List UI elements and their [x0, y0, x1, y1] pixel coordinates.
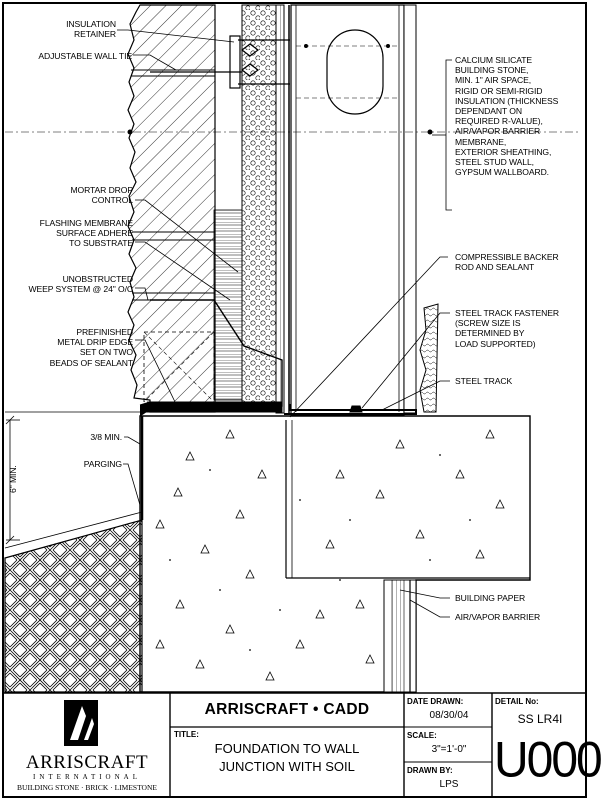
- date-label: DATE DRAWN:: [407, 697, 464, 706]
- concrete-aggregate: [155, 429, 505, 681]
- company-name: ARRISCRAFT • CADD: [204, 701, 370, 718]
- stone-veneer: [127, 4, 216, 413]
- callout-air-vapor-barrier: AIR/VAPOR BARRIER: [455, 612, 541, 622]
- dimension-line: [5, 415, 20, 545]
- callout-backer-rod: COMPRESSIBLE BACKER ROD AND SEALANT: [455, 252, 559, 273]
- soil: [4, 519, 143, 693]
- callout-insulation-retainer: INSULATION RETAINER: [66, 19, 116, 40]
- mortar-joints: [131, 69, 215, 301]
- callout-building-paper: BUILDING PAPER: [455, 593, 526, 603]
- exterior-sheathing: [275, 4, 285, 414]
- wall-tie: [150, 35, 290, 89]
- callout-weep-system: UNOBSTRUCTED WEEP SYSTEM @ 24" O/C: [28, 274, 133, 295]
- steel-stud: [290, 4, 405, 416]
- logo-tagline: BUILDING STONE · BRICK · LIMESTONE: [17, 783, 157, 792]
- insulation: [241, 4, 277, 413]
- drawn-by-value: LPS: [439, 779, 459, 790]
- wood-trim: [419, 303, 439, 413]
- title-label: TITLE:: [174, 730, 199, 739]
- gypsum-wallboard: [403, 4, 417, 414]
- callout-mortar-drop-control: MORTAR DROP CONTROL: [70, 185, 133, 206]
- title-block-frame: [3, 692, 586, 797]
- callout-wall-assembly: CALCIUM SILICATE BUILDING STONE, MIN. 1"…: [455, 55, 559, 178]
- drawing-title-line2: JUNCTION WITH SOIL: [219, 759, 355, 774]
- detail-label: DETAIL No:: [495, 697, 539, 706]
- drawing-title-line1: FOUNDATION TO WALL: [214, 741, 360, 756]
- concrete-specks: [169, 454, 471, 651]
- logo-sub: INTERNATIONAL: [33, 773, 141, 781]
- scale-label: SCALE:: [407, 731, 437, 740]
- date-value: 08/30/04: [429, 710, 469, 721]
- drip-edge: [139, 401, 283, 417]
- logo-name: ARRISCRAFT: [25, 752, 149, 773]
- callout-steel-track: STEEL TRACK: [455, 376, 513, 386]
- stud-knockout: [326, 29, 384, 115]
- sheet-border: [2, 2, 587, 798]
- leader-lines: [117, 29, 452, 618]
- steel-track-shape: [284, 404, 417, 415]
- arriscraft-logo-mark: [64, 700, 98, 746]
- callout-drip-edge: PREFINISHED METAL DRIP EDGE SET ON TWO B…: [49, 327, 134, 368]
- callout-flashing-membrane: FLASHING MEMBRANE SURFACE ADHERE TO SUBS…: [39, 218, 133, 249]
- concrete-foundation: [139, 415, 531, 693]
- detail-code: SS LR4I: [517, 712, 563, 726]
- callout-min-gap: 3/8 MIN.: [90, 432, 122, 442]
- mortar-drop-control: [213, 209, 243, 401]
- detail-number: U000: [494, 732, 601, 789]
- callout-parging: PARGING: [83, 459, 122, 469]
- callout-track-fastener: STEEL TRACK FASTENER (SCREW SIZE IS DETE…: [455, 308, 560, 349]
- dimension-text: 6" MIN.: [7, 465, 18, 493]
- callout-adjustable-wall-tie: ADJUSTABLE WALL TIE: [38, 51, 132, 61]
- scale-value: 3"=1'-0": [431, 744, 467, 755]
- drawn-by-label: DRAWN BY:: [407, 766, 453, 775]
